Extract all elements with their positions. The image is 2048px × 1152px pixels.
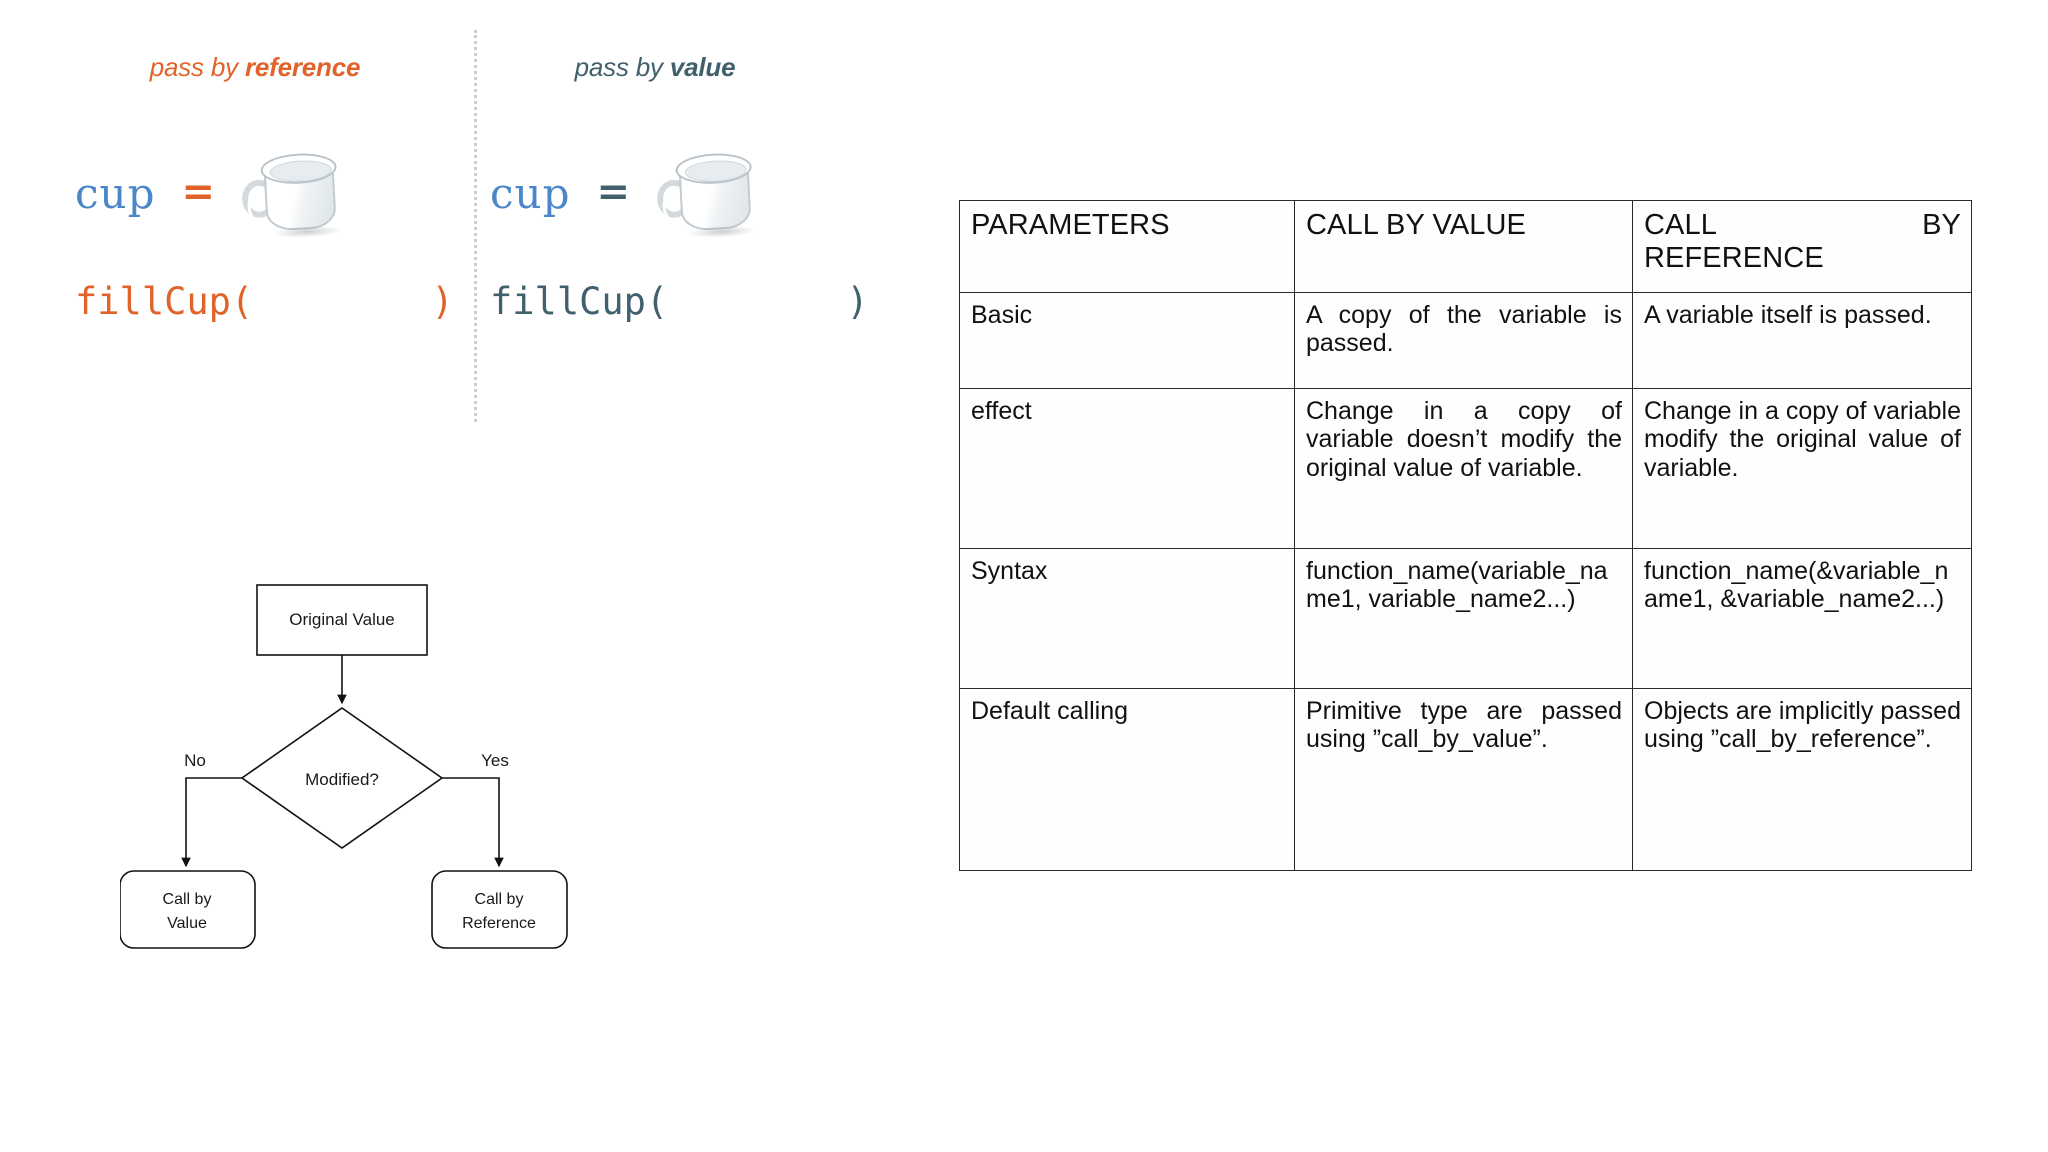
row-parameter-effect: effect xyxy=(959,388,1295,549)
flowchart-decision-node xyxy=(240,707,444,849)
row-parameter-syntax: Syntax xyxy=(959,548,1295,689)
flowchart-outcome-value-line2: Value xyxy=(167,915,207,932)
flowchart-outcome-reference-line2: Reference xyxy=(462,915,536,932)
value-assignment-row: cup = xyxy=(490,148,758,241)
table-row: Basic A copy of the variable is passed. … xyxy=(959,292,1972,389)
row-reference-syntax: function_name(&variable_name1, &variable… xyxy=(1632,548,1972,689)
coffee-mug-icon xyxy=(656,150,758,241)
row-reference-basic: A variable itself is passed. xyxy=(1632,292,1972,389)
row-reference-effect: Change in a copy of variable modify the … xyxy=(1632,388,1972,549)
flowchart-no-label: No xyxy=(184,751,206,770)
equals-operator: = xyxy=(181,167,215,215)
heading-emphasis: value xyxy=(669,52,736,82)
flowchart-outcome-call-by-reference xyxy=(431,870,568,949)
row-value-syntax: function_name(variable_name1, variable_n… xyxy=(1294,548,1633,689)
row-value-default-calling: Primitive type are passed using ”call_by… xyxy=(1294,688,1633,871)
flowchart-decision-label: Modified? xyxy=(305,770,379,789)
row-value-effect: Change in a copy of variable doesn’t mod… xyxy=(1294,388,1633,549)
variable-label: cup xyxy=(490,168,571,218)
table-header-parameters: PARAMETERS xyxy=(959,200,1295,293)
pass-semantics-illustration: pass by reference cup = fillCup( ) pass … xyxy=(0,0,900,440)
flowchart-outcome-value-line1: Call by xyxy=(163,891,212,908)
panel-dotted-divider xyxy=(474,30,477,422)
flowchart-outcome-reference-line1: Call by xyxy=(475,891,524,908)
heading-prefix: pass by xyxy=(149,52,245,82)
equals-operator: = xyxy=(596,167,630,215)
pass-by-reference-heading: pass by reference xyxy=(55,52,455,83)
flowchart-yes-label: Yes xyxy=(481,751,509,770)
pass-by-value-heading: pass by value xyxy=(455,52,855,83)
table-header-call-by-value: CALL BY VALUE xyxy=(1294,200,1633,293)
pass-by-reference-panel: pass by reference cup = fillCup( ) xyxy=(75,0,475,440)
row-reference-default-calling: Objects are implicitly passed using ”cal… xyxy=(1632,688,1972,871)
decision-flowchart: Original Value Modified? No Yes Call by … xyxy=(120,580,700,1000)
heading-emphasis: reference xyxy=(244,52,361,82)
header-ref-line1: CALL BY xyxy=(1644,209,1961,241)
row-value-basic: A copy of the variable is passed. xyxy=(1294,292,1633,389)
pass-by-value-panel: pass by value cup = fillCup( ) xyxy=(490,0,890,440)
value-call-expression: fillCup( ) xyxy=(490,280,869,323)
flowchart-edge-no xyxy=(181,777,242,868)
table-row: Default calling Primitive type are passe… xyxy=(959,688,1972,871)
coffee-mug-icon xyxy=(241,150,343,241)
row-parameter-default-calling: Default calling xyxy=(959,688,1295,871)
header-ref-line2: REFERENCE xyxy=(1644,241,1824,274)
table-row: Syntax function_name(variable_name1, var… xyxy=(959,548,1972,689)
table-row: effect Change in a copy of variable does… xyxy=(959,388,1972,549)
variable-label: cup xyxy=(75,168,156,218)
flowchart-edge-yes xyxy=(442,777,504,868)
row-parameter-basic: Basic xyxy=(959,292,1295,389)
flowchart-outcome-call-by-value xyxy=(120,870,256,949)
heading-prefix: pass by xyxy=(574,52,670,82)
flowchart-start-label: Original Value xyxy=(289,610,395,629)
reference-assignment-row: cup = xyxy=(75,148,343,241)
reference-call-expression: fillCup( ) xyxy=(75,280,454,323)
flowchart-start-node xyxy=(256,584,428,656)
